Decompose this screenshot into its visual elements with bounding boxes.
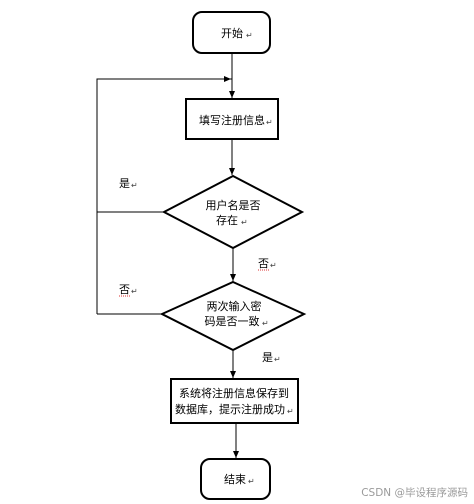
paragraph-mark: ↵ bbox=[248, 477, 255, 486]
save-label-line-2: 数据库，提示注册成功 bbox=[175, 402, 285, 416]
username-check-line-1: 用户名是否 bbox=[206, 198, 261, 212]
start-node: 开始 ↵ bbox=[192, 11, 271, 54]
password-check-line-1: 两次输入密 bbox=[207, 299, 262, 313]
username-check-line-2: 存在 bbox=[216, 213, 238, 227]
edge-label-password-no: 否 bbox=[119, 283, 130, 296]
save-label-line-1: 系统将注册信息保存到 bbox=[179, 386, 289, 400]
edge-label-username-yes: 是 bbox=[119, 177, 130, 190]
username-check-decision: 用户名是否 存在 ↵ bbox=[161, 174, 305, 250]
fill-info-label: 填写注册信息 bbox=[199, 113, 265, 127]
paragraph-mark: ↵ bbox=[266, 118, 273, 127]
paragraph-mark: ↵ bbox=[270, 261, 277, 270]
end-node: 结束 ↵ bbox=[200, 458, 271, 500]
paragraph-mark: ↵ bbox=[131, 287, 138, 296]
fill-info-node: 填写注册信息 ↵ bbox=[185, 98, 279, 140]
password-check-decision: 两次输入密 码是否一致 ↵ bbox=[159, 280, 307, 352]
edge-label-password-yes: 是 bbox=[262, 351, 273, 364]
start-label: 开始 bbox=[221, 26, 243, 40]
password-check-line-2: 码是否一致 bbox=[205, 314, 260, 328]
paragraph-mark: ↵ bbox=[262, 319, 269, 328]
paragraph-mark: ↵ bbox=[241, 218, 248, 227]
paragraph-mark: ↵ bbox=[131, 181, 138, 190]
paragraph-mark: ↵ bbox=[287, 407, 294, 416]
csdn-watermark: CSDN @毕设程序源码 bbox=[361, 486, 468, 499]
paragraph-mark: ↵ bbox=[246, 31, 253, 40]
edge-label-username-no: 否 bbox=[258, 257, 269, 270]
end-label: 结束 bbox=[224, 473, 246, 486]
paragraph-mark: ↵ bbox=[274, 355, 281, 364]
edge-username-exists-loop bbox=[96, 78, 232, 213]
save-node: 系统将注册信息保存到 数据库，提示注册成功 ↵ bbox=[170, 378, 299, 424]
